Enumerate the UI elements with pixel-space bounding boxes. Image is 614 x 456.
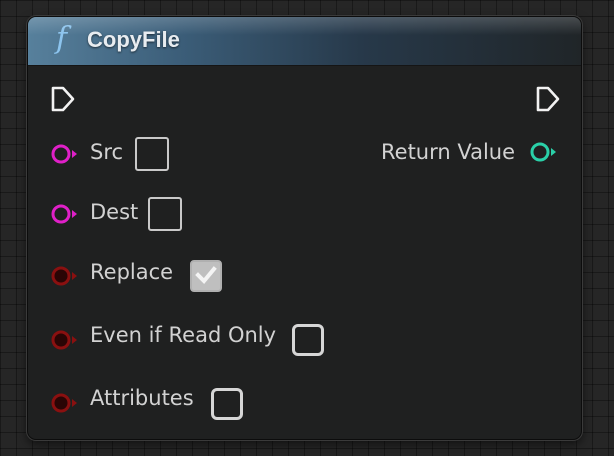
replace-label: Replace (90, 260, 174, 284)
checkmark-icon (195, 266, 217, 284)
src-label: Src (90, 140, 124, 164)
src-pin-icon[interactable] (50, 143, 80, 165)
node-header[interactable]: f CopyFile (28, 17, 581, 66)
exec-output-icon[interactable] (535, 86, 561, 112)
attributes-checkbox[interactable] (211, 388, 243, 420)
node-title: CopyFile (87, 27, 180, 52)
dest-pin-icon[interactable] (50, 203, 80, 225)
dest-label: Dest (90, 200, 139, 224)
replace-pin-icon[interactable] (50, 265, 80, 287)
even-if-read-only-checkbox[interactable] (292, 324, 324, 356)
replace-checkbox[interactable] (190, 260, 222, 292)
even-if-read-only-pin-icon[interactable] (50, 329, 80, 351)
even-if-read-only-label: Even if Read Only (90, 323, 277, 347)
attributes-label: Attributes (90, 386, 194, 410)
return-value-label: Return Value (381, 140, 516, 164)
attributes-pin-icon[interactable] (50, 392, 80, 414)
copyfile-node[interactable]: f CopyFile Src Return Value Dest Replace (27, 16, 582, 440)
function-icon: f (56, 21, 68, 56)
return-value-pin-icon[interactable] (528, 140, 560, 164)
dest-value-box[interactable] (148, 197, 182, 231)
src-value-box[interactable] (135, 137, 169, 171)
exec-input-icon[interactable] (50, 86, 76, 112)
